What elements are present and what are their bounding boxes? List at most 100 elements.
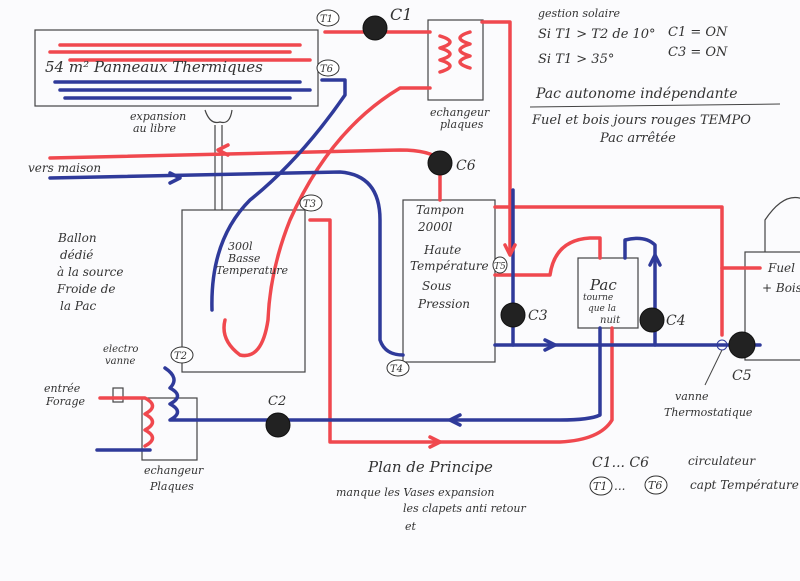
tank-high-temp (402, 199, 496, 363)
pac-box (577, 257, 639, 329)
label-c2: C2 (268, 394, 286, 409)
sensor-t1 (316, 9, 340, 27)
missing-note-2: les clapets anti retour (403, 502, 526, 515)
exchanger-coil-right (458, 30, 472, 70)
balloon-note-line: à la source (57, 265, 123, 279)
tank-low-label: 300l (228, 240, 253, 253)
exchanger-coil-left (438, 34, 452, 74)
arrow-house-return (168, 171, 182, 185)
missing-note-1: manque les Vases expansion (336, 486, 494, 499)
legend-circulators: C1... C6 (592, 455, 649, 471)
arrow-pac-hot (428, 435, 442, 449)
label-t6: T6 (320, 64, 334, 75)
expansion-label-1: expansion (130, 110, 186, 123)
pump-c3 (500, 302, 526, 328)
arrow-bottom-return (543, 338, 557, 352)
pipe-solar-return (210, 78, 347, 312)
sensor-t2 (170, 346, 194, 364)
tank-low-labels: 300l Basse Temperature (216, 240, 289, 277)
tank-low-temp (181, 209, 306, 373)
pac-label: nuit (600, 315, 621, 326)
label-t1: T1 (320, 14, 333, 25)
pac-label: Pac (589, 276, 617, 294)
legend-sensor-last: T6 (648, 479, 662, 492)
pipe-pac-hot (493, 236, 602, 277)
diagram-title: Plan de Principe (367, 458, 493, 476)
pump-c5 (728, 331, 756, 359)
boiler-label: Fuel (767, 261, 795, 275)
expansion-vessel (204, 109, 233, 210)
balloon-note-line: Ballon (57, 231, 97, 245)
pump-c4 (639, 307, 665, 333)
panel-hot-lines (48, 43, 312, 62)
exchanger-bottom-box (141, 397, 198, 461)
legend-sensors-desc: capt Température (690, 478, 799, 492)
arrow-c4 (648, 253, 662, 267)
solar-panel-label: 54 m² Panneaux Thermiques (45, 58, 263, 76)
pipe-exchanger-to-tampon (480, 20, 512, 252)
pipe-pac-to-low-tank (308, 218, 614, 444)
tank-high-label: Tampon (416, 203, 464, 217)
rule1-action: C1 = ON (668, 25, 728, 40)
chimney (764, 196, 800, 252)
expansion-label-2: au libre (133, 122, 176, 135)
pump-c2 (265, 412, 291, 438)
rule1-condition: Si T1 > T2 de 10° (538, 27, 656, 42)
label-t5: T5 (494, 262, 506, 272)
pac-note-divider (529, 103, 781, 108)
pipe-pac-cold (163, 326, 602, 422)
balloon-note: Ballon dédié à la source Froide de la Pa… (56, 231, 123, 313)
pac-note-line1: Pac autonome indépendante (535, 86, 738, 102)
balloon-note-line: dédié (60, 248, 93, 262)
legend-sensor-last-tag (644, 475, 668, 495)
legend-sensor-dots: ... (614, 479, 625, 493)
tank-low-label: Temperature (216, 264, 289, 277)
pac-label: que la (588, 304, 616, 314)
label-t4: T4 (390, 364, 403, 375)
electrovalve-label: vanne (105, 356, 135, 367)
legend-sensor-first: T1 (593, 480, 607, 493)
balloon-note-line: Froide de (56, 282, 116, 296)
electrovalve-symbol (112, 387, 124, 403)
well-inlet-label: entrée (44, 382, 81, 395)
boiler-box (744, 251, 800, 361)
house-label: vers maison (28, 161, 101, 175)
tank-high-labels: Tampon 2000l Haute Température Sous Pres… (410, 203, 489, 311)
rule2-condition: Si T1 > 35° (538, 52, 614, 67)
pipe-house-return (48, 170, 405, 357)
missing-note-3: et (405, 520, 417, 533)
exchanger-top-box (427, 19, 484, 101)
pipe-house-supply (48, 148, 442, 162)
label-t3: T3 (303, 199, 316, 210)
well-inlet-label: Forage (45, 395, 86, 408)
pipe-well-inlet (98, 396, 155, 448)
panel-cold-lines (53, 80, 312, 100)
thermostatic-valve-label: Thermostatique (664, 406, 753, 419)
sensor-t5 (492, 256, 508, 274)
balloon-note-line: la Pac (60, 299, 96, 313)
rule2-action: C3 = ON (668, 45, 728, 60)
label-c4: C4 (666, 313, 686, 329)
valve-pointer (704, 349, 723, 386)
arrow-tampon-in (503, 243, 517, 257)
tank-low-label: Basse (227, 252, 261, 265)
label-c1: C1 (390, 5, 412, 24)
exchanger-bottom-label-2: Plaques (149, 480, 194, 493)
tank-high-label: Température (410, 259, 489, 273)
thermostatic-valve-label: vanne (675, 390, 709, 403)
pump-c6 (427, 150, 453, 176)
exchanger-bottom-label-1: echangeur (144, 464, 204, 477)
legend-circulators-desc: circulateur (688, 454, 756, 468)
label-t2: T2 (174, 351, 187, 362)
arrow-house-supply (216, 143, 230, 157)
electrovalve-label: electro (103, 344, 138, 355)
tank-high-label: Sous (422, 279, 451, 293)
sensor-t4 (386, 359, 410, 377)
pac-label: tourne (583, 293, 613, 303)
pac-note-line3: Pac arrêtée (599, 131, 676, 146)
sensor-t3 (299, 194, 323, 212)
arrow-pac-cold (448, 413, 462, 427)
legend-sensor-first-tag (589, 476, 613, 496)
